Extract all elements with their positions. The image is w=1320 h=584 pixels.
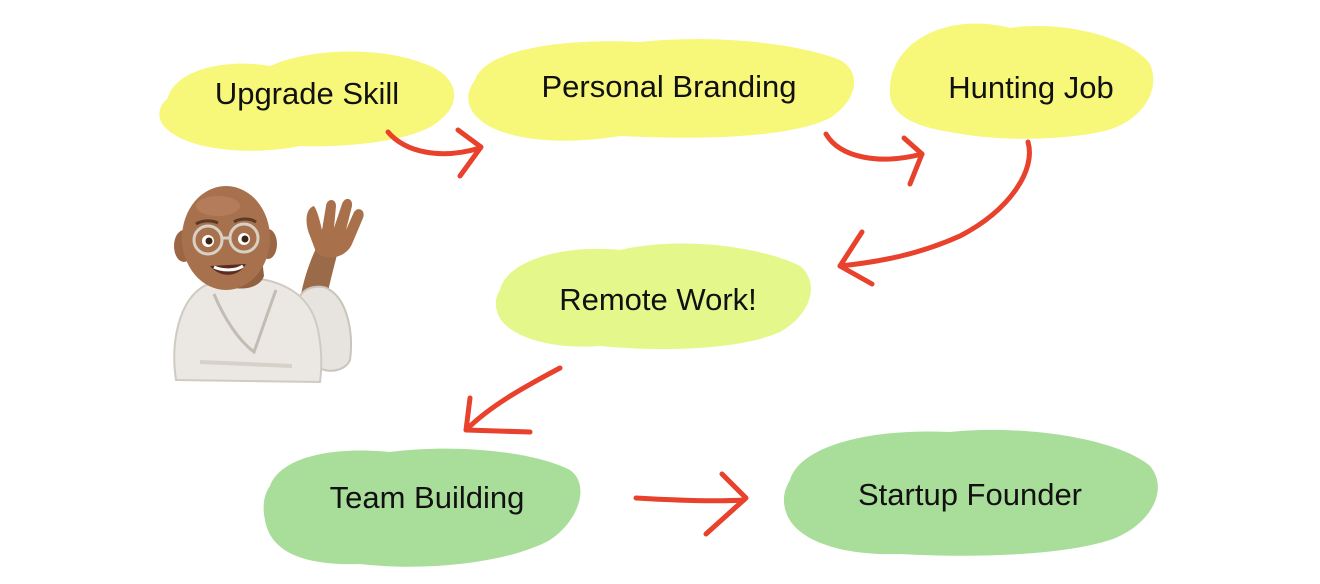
arrow-head [837,229,875,287]
node-hunting-job: Hunting Job [889,23,1154,139]
highlight-blob [159,51,455,151]
node-label: Team Building [330,480,525,515]
highlight-blob [495,243,811,350]
highlight-blob [889,23,1154,139]
node-label: Startup Founder [858,477,1082,512]
edge-hunting-to-remote [837,139,1032,287]
node-label: Hunting Job [948,70,1113,105]
arrow-head [463,395,533,435]
arrow-head [901,135,925,187]
arrow-shaft [463,365,563,433]
node-remote-work: Remote Work! [495,243,811,350]
node-label: Upgrade Skill [215,76,399,111]
node-label: Remote Work! [559,282,757,317]
highlight-blob-overlap [398,468,553,560]
highlight-blob [783,429,1158,556]
waving-memoji-avatar-icon [173,186,364,384]
node-upgrade-skill: Upgrade Skill [159,51,455,151]
node-label: Personal Branding [541,69,796,104]
edge-branding-to-hunting [823,131,925,187]
node-startup-founder: Startup Founder [783,429,1158,556]
edge-team-to-startup [633,471,749,537]
arrow-shaft [823,131,925,162]
arrow-head [703,471,749,537]
node-team-building: Team Building [263,448,581,567]
edge-upgrade-to-branding [385,127,484,179]
arrow-head [455,127,484,179]
arrow-shaft [633,495,747,504]
edge-remote-to-team [463,365,563,435]
node-personal-branding: Personal Branding [468,39,855,141]
arrow-shaft [385,129,483,157]
highlight-blob [468,39,855,141]
arrow-shaft [837,139,1032,269]
